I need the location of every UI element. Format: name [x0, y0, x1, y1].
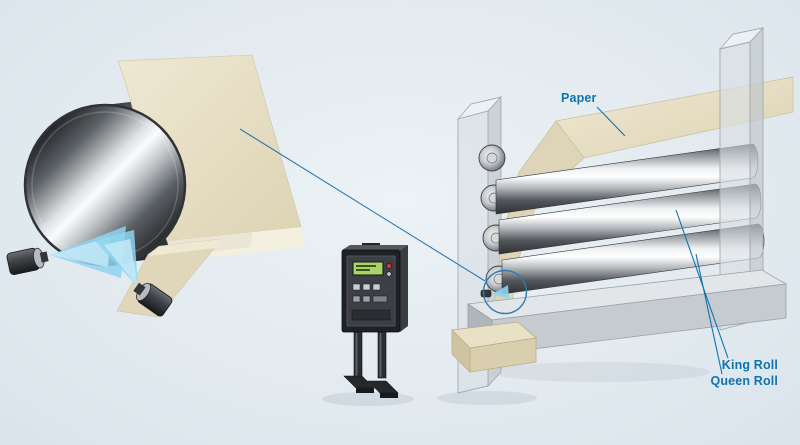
leg-highlight	[379, 333, 382, 377]
panel-indicator-light	[386, 263, 392, 269]
annotations: Paper King Roll Queen Roll	[239, 91, 778, 388]
spray-nozzle-detail	[480, 289, 492, 298]
nozzle-tip	[133, 282, 146, 296]
panel-lower-slot	[351, 309, 391, 321]
panel-button	[352, 283, 361, 291]
panel-top-face	[342, 245, 408, 250]
web-tail-highlight	[150, 239, 222, 256]
panel-knob	[386, 271, 392, 277]
leg-highlight	[355, 333, 358, 377]
detail-connector-line	[239, 128, 486, 282]
queen-roll-leader-line	[695, 253, 723, 375]
panel-side-face	[400, 245, 408, 332]
spray-nozzle-bottom	[133, 282, 173, 317]
panel-stand-leg	[353, 331, 363, 379]
panel-button	[352, 295, 361, 303]
panel-display-line	[356, 269, 370, 271]
panel-switch	[372, 295, 388, 303]
label-king-roll: King Roll	[722, 358, 778, 372]
panel-button	[362, 283, 371, 291]
spray-jet-bottom-core	[104, 239, 138, 287]
ground-shadows	[322, 362, 710, 406]
panel-display	[352, 261, 384, 276]
spray-jet-detail	[492, 285, 509, 299]
panel-shadow	[322, 392, 414, 406]
broke-pan-side	[451, 329, 471, 373]
detail-callout-circle	[482, 269, 528, 315]
panel-foot-edge	[356, 388, 374, 393]
label-paper: Paper	[561, 91, 597, 105]
nozzle-tip	[39, 251, 49, 263]
machine-shadow-base	[490, 362, 710, 382]
calender-machine	[451, 26, 794, 394]
spray-nozzle-left	[6, 247, 49, 275]
machine-shadow-left	[437, 391, 537, 405]
paper-leader-line	[596, 106, 626, 137]
panel-button	[362, 295, 371, 303]
spray-jet-left-core	[50, 237, 110, 267]
journal-hub	[486, 152, 498, 164]
control-panel	[341, 243, 408, 398]
panel-foot-edge	[380, 393, 398, 398]
detail-view	[6, 54, 305, 318]
panel-stand-leg	[377, 331, 387, 379]
panel-display-line	[356, 265, 376, 267]
label-queen-roll: Queen Roll	[711, 374, 778, 388]
panel-button	[372, 283, 381, 291]
